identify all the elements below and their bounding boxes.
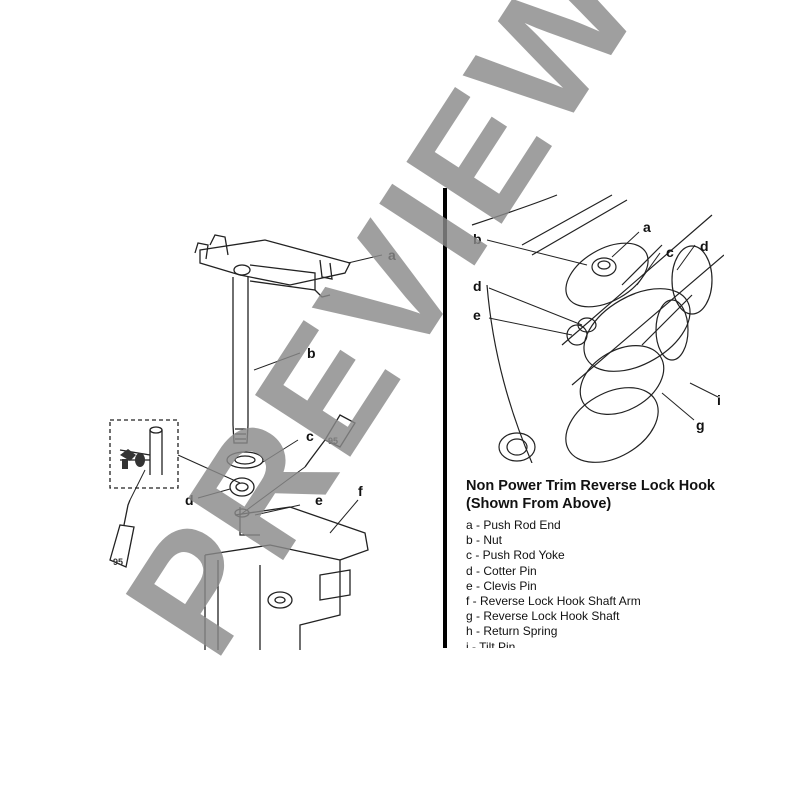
legend-item: a - Push Rod End (466, 518, 561, 532)
legend-item: b - Nut (466, 533, 503, 548)
callout-d: d (185, 492, 194, 508)
legend-item: e - Clevis Pin (466, 578, 537, 593)
callout-b: b (473, 231, 482, 247)
reverse-lock-hook-drawing (234, 506, 369, 650)
callout-d: d (473, 278, 482, 294)
callout-e: e (473, 307, 481, 323)
column-divider (443, 188, 447, 648)
callout-c: c (666, 244, 674, 260)
push-rod-end-drawing (199, 239, 351, 286)
legend-item: c - Push Rod Yoke (466, 548, 565, 563)
sealant-tube-label: 95 (328, 436, 338, 446)
top-view-illustration: b a c d d e g i (471, 194, 724, 463)
legend-item: h - Return Spring (466, 624, 558, 639)
sealant-tube-label: 95 (113, 557, 123, 567)
callout-a: a (643, 219, 651, 235)
push-rod-drawing (232, 277, 249, 425)
callout-f: f (358, 483, 363, 499)
callout-i: i (717, 392, 721, 408)
callout-g: g (696, 417, 705, 433)
legend-item: f - Reverse Lock Hook Shaft Arm (466, 594, 641, 609)
callout-b: b (307, 345, 316, 361)
caption-subtitle: (Shown From Above) (466, 496, 612, 512)
legend-item: d - Cotter Pin (466, 563, 537, 578)
callout-f: d (700, 238, 709, 254)
caption-title: Non Power Trim Reverse Lock Hook (466, 478, 715, 494)
callout-c: c (306, 428, 314, 444)
figure-caption: Non Power Trim Reverse Lock Hook (Shown … (466, 477, 766, 513)
exploded-view-illustration: a b c d e f 95 95 (109, 234, 396, 650)
callout-a: a (388, 247, 396, 263)
callout-e: e (315, 492, 323, 508)
legend-item: i - Tilt Pin (466, 639, 516, 648)
parts-legend: a - Push Rod End b - Nut c - Push Rod Yo… (466, 518, 766, 648)
legend-item: g - Reverse Lock Hook Shaft (466, 609, 620, 624)
